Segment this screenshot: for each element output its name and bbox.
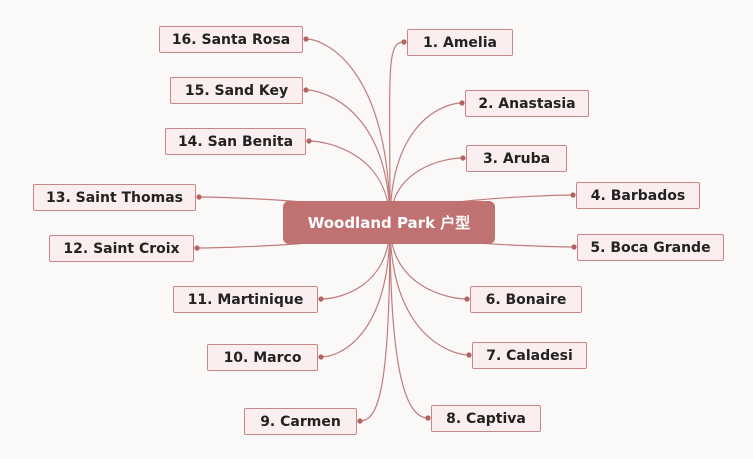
topic-saint-thomas[interactable]: 13. Saint Thomas xyxy=(33,184,196,211)
topic-aruba[interactable]: 3. Aruba xyxy=(466,145,567,172)
topic-sand-key[interactable]: 15. Sand Key xyxy=(170,77,303,104)
topic-santa-rosa[interactable]: 16. Santa Rosa xyxy=(159,26,303,53)
attach-dot-amelia xyxy=(401,39,407,45)
attach-dot-aruba xyxy=(460,155,466,161)
attach-dot-san-benita xyxy=(306,138,312,144)
topic-san-benita[interactable]: 14. San Benita xyxy=(165,128,306,155)
topic-marco[interactable]: 10. Marco xyxy=(207,344,318,371)
connector-amelia xyxy=(389,41,405,225)
topic-barbados[interactable]: 4. Barbados xyxy=(576,182,700,209)
topic-carmen[interactable]: 9. Carmen xyxy=(244,408,357,435)
attach-dot-saint-thomas xyxy=(196,194,202,200)
connector-captiva xyxy=(389,223,429,419)
connector-sand-key xyxy=(305,89,391,225)
attach-dot-boca-grande xyxy=(571,244,577,250)
central-topic[interactable]: Woodland Park 户型 xyxy=(283,201,495,244)
connector-caladesi xyxy=(389,223,470,356)
topic-anastasia[interactable]: 2. Anastasia xyxy=(465,90,589,117)
attach-dot-saint-croix xyxy=(194,245,200,251)
connector-marco xyxy=(320,223,391,358)
attach-dot-santa-rosa xyxy=(303,36,309,42)
attach-dot-carmen xyxy=(357,418,363,424)
topic-captiva[interactable]: 8. Captiva xyxy=(431,405,541,432)
topic-saint-croix[interactable]: 12. Saint Croix xyxy=(49,235,194,262)
attach-dot-bonaire xyxy=(464,296,470,302)
attach-dot-martinique xyxy=(318,296,324,302)
topic-bonaire[interactable]: 6. Bonaire xyxy=(470,286,582,313)
topic-martinique[interactable]: 11. Martinique xyxy=(173,286,318,313)
attach-dot-anastasia xyxy=(459,100,465,106)
attach-dot-marco xyxy=(318,354,324,360)
connector-carmen xyxy=(359,223,391,422)
topic-boca-grande[interactable]: 5. Boca Grande xyxy=(577,234,724,261)
topic-caladesi[interactable]: 7. Caladesi xyxy=(472,342,587,369)
attach-dot-barbados xyxy=(570,192,576,198)
connector-anastasia xyxy=(389,102,463,225)
attach-dot-sand-key xyxy=(303,87,309,93)
attach-dot-captiva xyxy=(425,415,431,421)
topic-amelia[interactable]: 1. Amelia xyxy=(407,29,513,56)
attach-dot-caladesi xyxy=(466,352,472,358)
connector-santa-rosa xyxy=(305,38,391,225)
